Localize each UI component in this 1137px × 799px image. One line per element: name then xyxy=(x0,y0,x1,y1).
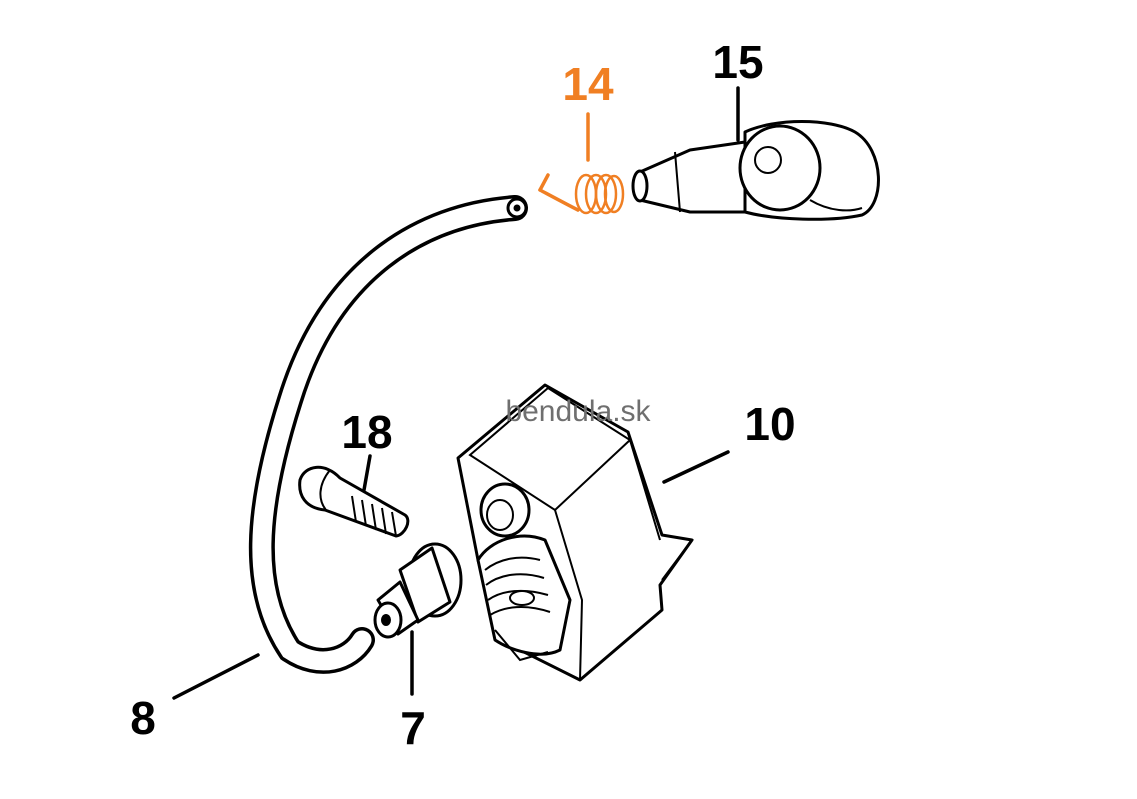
ignition-lead xyxy=(248,195,528,674)
watermark: bendula.sk xyxy=(505,395,651,428)
leader-line-10 xyxy=(662,450,730,484)
grommet xyxy=(373,542,463,639)
screw xyxy=(298,465,410,538)
part-label-18: 18 xyxy=(341,406,392,458)
part-label-14: 14 xyxy=(562,58,614,110)
part-label-10: 10 xyxy=(744,398,795,450)
part-label-7: 7 xyxy=(400,702,426,754)
leader-line-18 xyxy=(362,454,372,492)
leader-line-8 xyxy=(172,653,260,700)
part-label-8: 8 xyxy=(130,692,156,744)
ignition-coil xyxy=(456,383,694,682)
spring xyxy=(538,173,625,215)
spark-plug-boot xyxy=(631,120,880,221)
part-label-15: 15 xyxy=(712,36,763,88)
